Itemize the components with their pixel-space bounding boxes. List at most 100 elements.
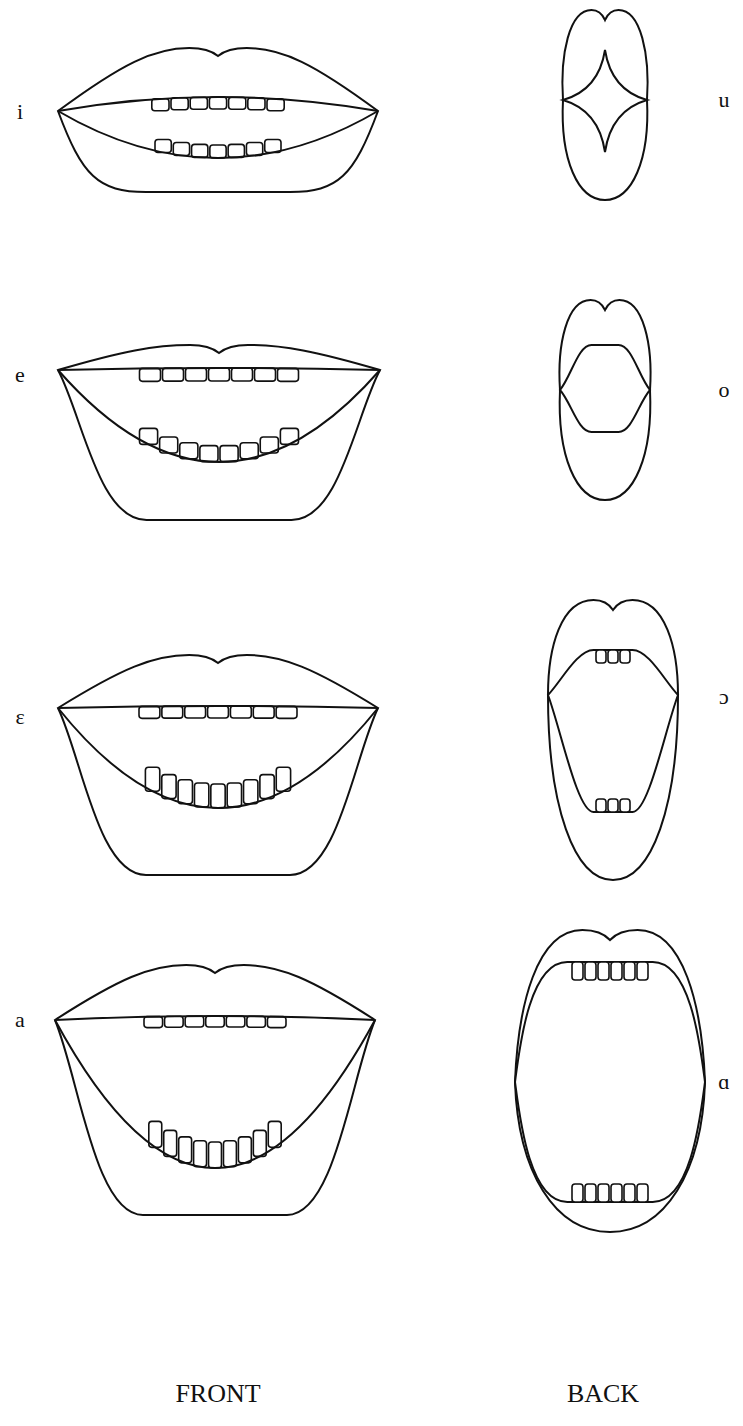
lip-inner-edge: [58, 706, 378, 708]
vowel-symbol: i: [17, 101, 23, 123]
lip-inner-edge: [58, 97, 378, 111]
tooth: [162, 775, 176, 799]
tooth: [220, 446, 238, 462]
lip-outline: [58, 655, 378, 875]
tooth: [238, 1137, 251, 1163]
tooth: [206, 1016, 225, 1027]
front-vowel-mouth: [58, 655, 378, 875]
tooth: [162, 706, 183, 718]
tooth: [194, 783, 208, 807]
back-vowel-mouth: [548, 600, 678, 880]
tooth: [140, 368, 161, 381]
tooth: [223, 1141, 236, 1167]
lip-opening: [515, 962, 705, 1202]
tooth: [165, 1016, 184, 1027]
tooth: [211, 784, 225, 808]
tooth: [194, 1141, 207, 1167]
tooth: [185, 1016, 204, 1027]
vowel-symbol: a: [15, 1009, 25, 1031]
tooth: [171, 98, 188, 110]
tooth: [209, 368, 230, 381]
tooth: [253, 1130, 266, 1156]
tooth: [228, 144, 244, 157]
tooth: [186, 368, 207, 381]
tooth: [190, 97, 207, 109]
tooth: [192, 144, 208, 157]
column-heading: FRONT: [175, 1381, 260, 1407]
lip-inner-edge: [58, 368, 380, 370]
tooth: [278, 368, 299, 381]
lip-inner-edge: [58, 111, 378, 158]
lip-inner-edge: [55, 1016, 375, 1020]
tooth: [178, 780, 192, 804]
tooth: [247, 1016, 266, 1027]
tooth: [209, 1142, 222, 1168]
tooth: [144, 1017, 163, 1028]
tooth: [598, 1184, 609, 1202]
lip-outline: [559, 300, 650, 500]
lip-inner-edge: [58, 370, 380, 462]
tooth: [173, 143, 189, 156]
lip-inner-edge: [55, 1020, 375, 1168]
vowel-symbol: ɔ: [719, 686, 729, 708]
tooth: [608, 650, 618, 663]
tooth: [229, 97, 246, 109]
front-vowel-mouth: [55, 965, 375, 1215]
lip-opening: [548, 650, 678, 812]
tooth: [611, 962, 622, 980]
tooth: [179, 1137, 192, 1163]
tooth: [572, 962, 583, 980]
tooth: [620, 799, 630, 812]
front-vowel-mouth: [58, 345, 380, 520]
tooth: [598, 962, 609, 980]
lip-outline: [58, 345, 380, 520]
lip-inner-edge: [58, 708, 378, 808]
tooth: [210, 145, 226, 158]
back-vowel-mouth: [559, 300, 650, 500]
tooth: [255, 368, 276, 381]
tooth: [572, 1184, 583, 1202]
tooth: [267, 99, 284, 111]
tooth: [585, 1184, 596, 1202]
back-vowel-mouth: [515, 930, 705, 1232]
lip-outline: [515, 930, 705, 1232]
lip-outline: [548, 600, 678, 880]
tooth: [208, 706, 229, 718]
column-heading: BACK: [567, 1381, 639, 1407]
tooth: [246, 143, 262, 156]
tooth: [248, 98, 265, 110]
tooth: [596, 650, 606, 663]
tooth: [596, 799, 606, 812]
lip-outline: [58, 48, 378, 192]
tooth: [232, 368, 253, 381]
vowel-symbol: ɛ: [15, 706, 24, 728]
tooth: [260, 775, 274, 799]
lip-outline: [55, 965, 375, 1215]
lip-opening: [560, 345, 650, 432]
tooth: [152, 99, 169, 111]
tooth: [227, 783, 241, 807]
vowel-symbol: u: [719, 89, 730, 111]
tooth: [226, 1016, 245, 1027]
tooth: [637, 1184, 648, 1202]
tooth: [209, 97, 226, 109]
tooth: [164, 1130, 177, 1156]
tooth: [200, 446, 218, 462]
front-vowel-mouth: [58, 48, 378, 192]
tooth: [230, 706, 251, 718]
lip-outline: [562, 10, 647, 200]
tooth: [608, 799, 618, 812]
tooth: [163, 368, 184, 381]
lip-opening: [563, 50, 647, 152]
vowel-symbol: ɑ: [718, 1071, 730, 1093]
vowel-symbol: o: [719, 379, 730, 401]
tooth: [624, 962, 635, 980]
tooth: [637, 962, 648, 980]
tooth: [185, 706, 206, 718]
tooth: [139, 706, 160, 718]
tooth: [624, 1184, 635, 1202]
tooth: [244, 780, 258, 804]
back-vowel-mouth: [562, 10, 647, 200]
